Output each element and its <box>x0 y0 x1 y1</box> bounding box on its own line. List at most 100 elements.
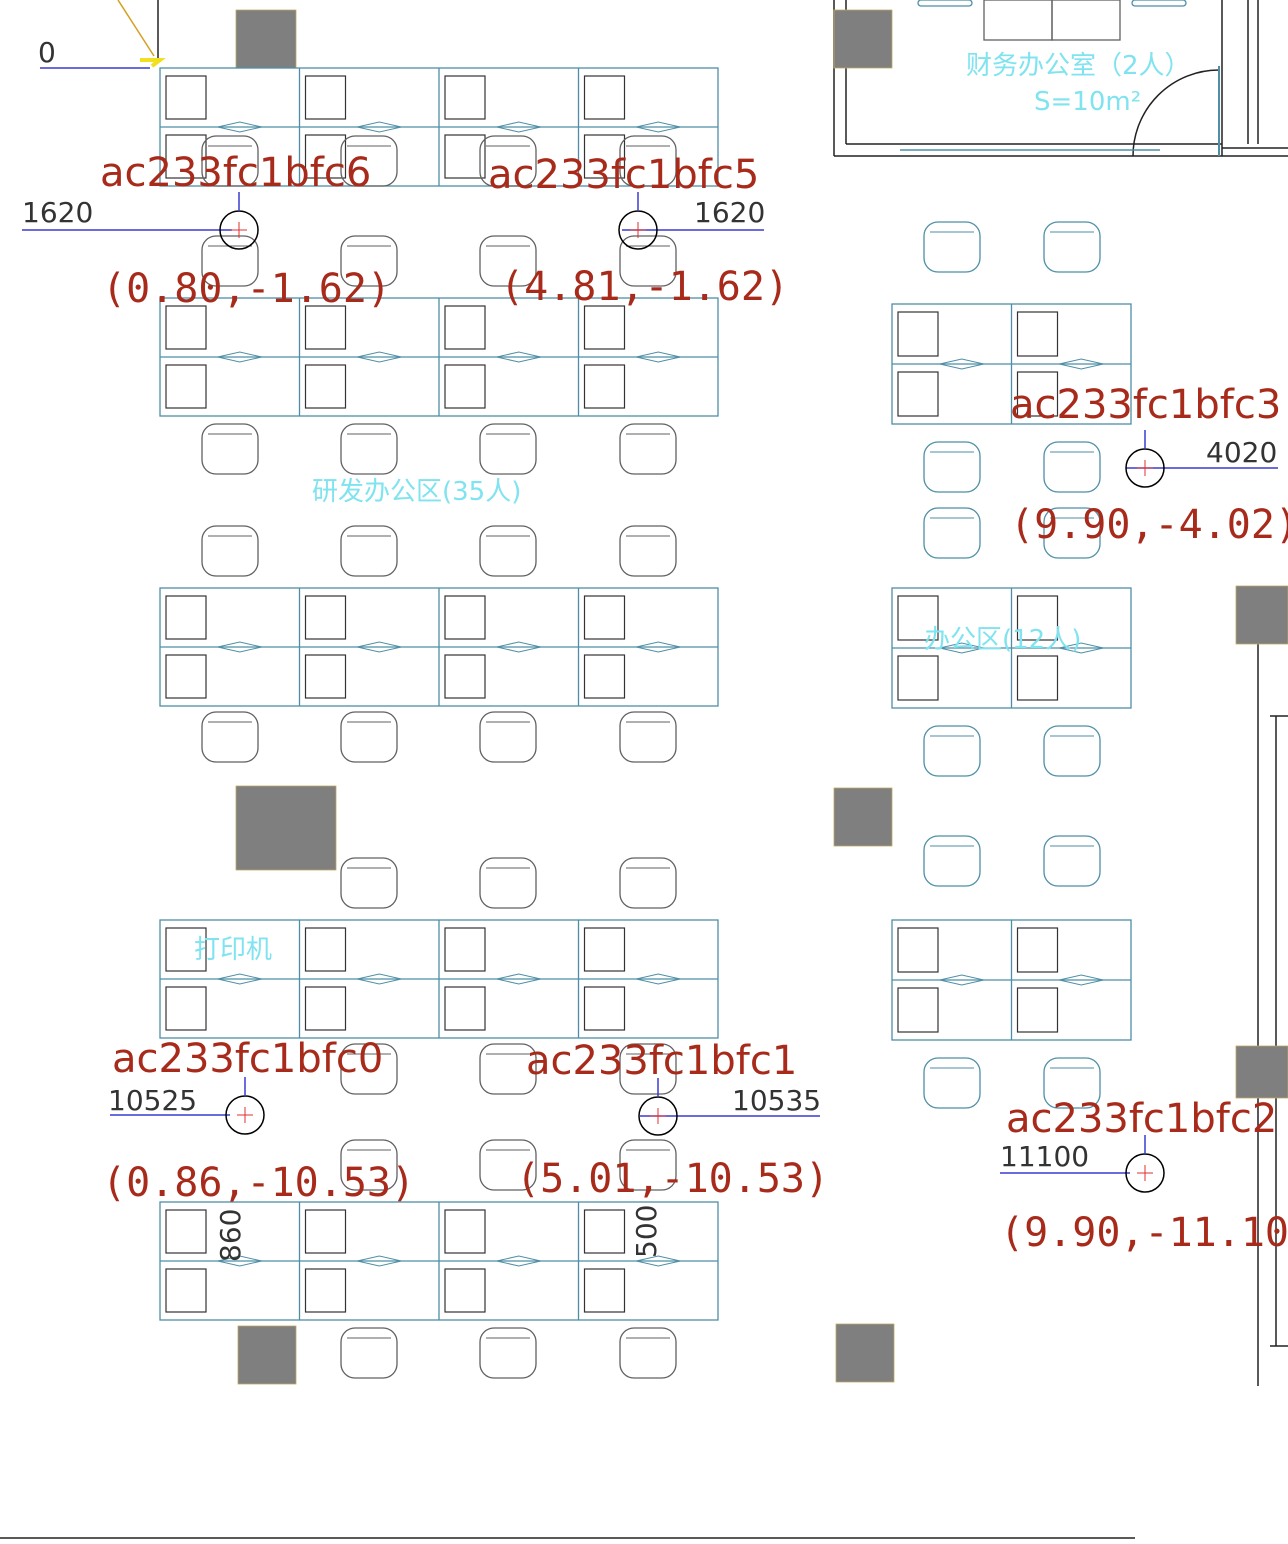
desk-connector <box>636 1255 681 1267</box>
chair-seat <box>479 235 537 287</box>
desk-connector <box>636 121 681 133</box>
chair-seat <box>619 711 677 763</box>
anchor-coordinate-label: (0.80,-1.62) <box>102 266 391 312</box>
desk-connector <box>496 1255 541 1267</box>
monitor <box>583 986 626 1031</box>
chair <box>479 423 537 475</box>
chair-seat <box>1043 441 1101 493</box>
monitor <box>304 654 347 699</box>
monitor <box>583 364 626 409</box>
monitor <box>165 1268 207 1313</box>
chairs <box>201 135 1101 1379</box>
chair <box>340 423 398 475</box>
chair-seat <box>923 441 981 493</box>
finance-room-area: S=10m² <box>1034 87 1141 117</box>
chair-seat <box>1043 1057 1101 1109</box>
monitor <box>444 927 486 972</box>
desk-connector <box>217 973 262 985</box>
chair <box>340 1327 398 1379</box>
chair-seat <box>923 507 981 559</box>
chair-seat <box>923 221 981 273</box>
desk-connector <box>939 642 984 654</box>
structural-column <box>235 9 297 69</box>
chair-seat <box>1043 507 1101 559</box>
desk-connector <box>357 641 402 653</box>
chair <box>479 1139 537 1191</box>
desk-connector <box>496 973 541 985</box>
chair-seat <box>340 525 398 577</box>
monitor <box>165 305 207 350</box>
monitor <box>444 595 486 640</box>
chair <box>201 135 259 187</box>
finance-desk <box>1051 0 1121 41</box>
finance-desk <box>983 0 1053 41</box>
desks <box>159 67 1132 1321</box>
chair <box>1043 835 1101 887</box>
anchor-dimension-label: 1620 <box>694 196 765 229</box>
chair-seat <box>619 135 677 187</box>
monitor <box>1016 987 1059 1033</box>
anchor-coordinate-label: (9.90,-4.02) <box>1010 502 1288 548</box>
chair-seat <box>479 711 537 763</box>
monitor <box>304 1209 347 1254</box>
dimensions: 0 860 500 <box>38 36 663 1262</box>
dimension-860: 860 <box>214 1209 247 1262</box>
office-area-label: 办公区(12人) <box>924 625 1081 655</box>
columns <box>235 9 1288 1385</box>
monitor <box>897 927 939 973</box>
chair <box>923 441 981 493</box>
monitor <box>165 134 207 179</box>
chair-seat <box>340 1043 398 1095</box>
chair-seat <box>619 1139 677 1191</box>
chair <box>923 725 981 777</box>
origin-leader <box>117 0 155 57</box>
structural-column <box>835 1323 895 1383</box>
origin-marker <box>140 58 166 68</box>
finance-chair <box>917 0 973 7</box>
anchor-coordinate-label: (5.01,-10.53) <box>516 1156 829 1202</box>
desk-block <box>159 1201 719 1321</box>
chair <box>923 1057 981 1109</box>
chair <box>619 1043 677 1095</box>
chair-seat <box>340 711 398 763</box>
chair-seat <box>619 1327 677 1379</box>
chair <box>479 525 537 577</box>
structural-column <box>833 787 893 847</box>
desk-block <box>159 919 719 1039</box>
monitor <box>165 986 207 1031</box>
anchor-coordinate-label: (9.90,-11.10) <box>1000 1210 1288 1256</box>
chair-seat <box>479 525 537 577</box>
desk-connector <box>1059 358 1104 370</box>
monitor <box>444 1209 486 1254</box>
finance-room-name: 财务办公室（2人） <box>966 51 1191 81</box>
chair <box>340 1043 398 1095</box>
anchor-id-label: ac233fc1bfc0 <box>112 1036 383 1082</box>
monitor <box>444 986 486 1031</box>
chair-seat <box>1043 835 1101 887</box>
monitor <box>897 311 939 357</box>
chair <box>201 525 259 577</box>
monitor <box>304 305 347 350</box>
monitor <box>1016 371 1059 417</box>
monitor <box>583 1268 626 1313</box>
chair-seat <box>619 1043 677 1095</box>
monitor <box>444 134 486 179</box>
monitor <box>165 654 207 699</box>
anchor-id-label: ac233fc1bfc3 <box>1010 382 1281 428</box>
structural-column <box>235 785 337 871</box>
chair-seat <box>479 1043 537 1095</box>
chair-seat <box>201 711 259 763</box>
chair-seat <box>619 525 677 577</box>
door-arc <box>1132 69 1220 157</box>
monitor <box>444 305 486 350</box>
desk-connector <box>1059 642 1104 654</box>
rd-area-label: 研发办公区(35人) <box>312 477 521 507</box>
chair <box>619 423 677 475</box>
chair-seat <box>340 135 398 187</box>
anchor-id-label: ac233fc1bfc1 <box>526 1038 797 1084</box>
structural-column <box>833 9 893 69</box>
monitor <box>304 1268 347 1313</box>
